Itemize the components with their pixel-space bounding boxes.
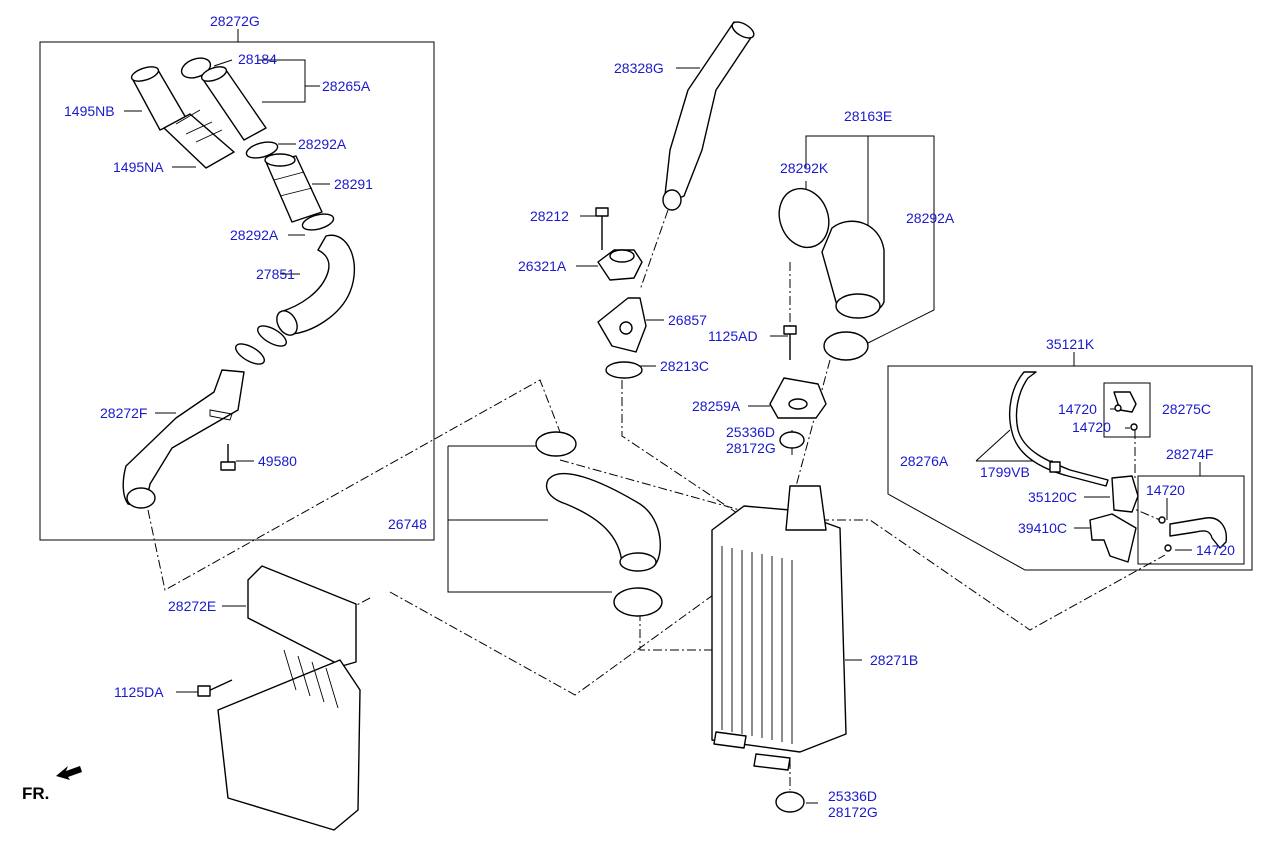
label-1495NB[interactable]: 1495NB <box>64 103 115 119</box>
oring-28213C[interactable] <box>605 361 643 379</box>
label-28259A[interactable]: 28259A <box>692 398 741 414</box>
hose-28274F[interactable] <box>1158 516 1227 552</box>
clamps-lower-left[interactable] <box>233 322 290 368</box>
group-box-28272G <box>39 41 435 541</box>
housing-26857[interactable] <box>597 297 647 353</box>
actuator-26321A[interactable] <box>597 249 643 281</box>
label-28292K[interactable]: 28292K <box>780 160 829 176</box>
label-28328G[interactable]: 28328G <box>614 60 664 76</box>
grommet-28172G-bottom[interactable] <box>775 791 805 813</box>
duct-28272E[interactable] <box>217 565 361 831</box>
grommet-28172G-top[interactable] <box>779 431 805 449</box>
label-28272E[interactable]: 28272E <box>168 598 216 614</box>
label-28271B[interactable]: 28271B <box>870 652 918 668</box>
hose-26748[interactable] <box>545 472 661 572</box>
label-28275C[interactable]: 28275C <box>1162 401 1211 417</box>
label-28292A-top[interactable]: 28292A <box>298 136 347 152</box>
bolt-1125AD[interactable] <box>783 325 797 360</box>
label-28272F[interactable]: 28272F <box>100 405 147 421</box>
label-49580[interactable]: 49580 <box>258 453 297 469</box>
label-28212[interactable]: 28212 <box>530 208 569 224</box>
pipe-28328G[interactable] <box>662 19 756 211</box>
label-35121K[interactable]: 35121K <box>1046 336 1095 352</box>
leader-lines <box>124 59 1201 804</box>
label-14720-b[interactable]: 14720 <box>1072 419 1111 435</box>
label-26748[interactable]: 26748 <box>388 516 427 532</box>
label-28292A-right[interactable]: 28292A <box>906 210 955 226</box>
resonator-28291[interactable] <box>264 153 323 223</box>
bolt-1125DA[interactable] <box>197 679 233 697</box>
clamp-28292A-mid[interactable] <box>301 211 336 233</box>
label-28213C[interactable]: 28213C <box>660 358 709 374</box>
label-27851[interactable]: 27851 <box>256 266 295 282</box>
label-28291[interactable]: 28291 <box>334 176 373 192</box>
group-box-35121K <box>887 365 1253 571</box>
label-28163E[interactable]: 28163E <box>844 108 892 124</box>
label-14720-d[interactable]: 14720 <box>1196 542 1235 558</box>
bracket-28259A[interactable] <box>769 377 827 419</box>
hose-27851[interactable] <box>273 234 355 338</box>
label-14720-a[interactable]: 14720 <box>1058 401 1097 417</box>
front-direction-arrow-icon <box>56 766 82 780</box>
label-1799VB[interactable]: 1799VB <box>980 464 1030 480</box>
intercooler-28271B[interactable] <box>711 485 847 771</box>
clamp-26748-top[interactable] <box>535 431 577 457</box>
clamp-28292A-top[interactable] <box>245 139 280 161</box>
label-25336D-top[interactable]: 25336D <box>726 424 775 440</box>
label-28172G-top[interactable]: 28172G <box>726 440 776 456</box>
label-28276A[interactable]: 28276A <box>900 453 949 469</box>
label-35120C[interactable]: 35120C <box>1028 489 1077 505</box>
clamp-28292A-right[interactable] <box>823 331 869 361</box>
label-1125DA[interactable]: 1125DA <box>114 684 164 700</box>
fitting-1799VB[interactable] <box>1049 461 1061 473</box>
label-28184[interactable]: 28184 <box>238 51 277 67</box>
group-box-28274F <box>1137 475 1245 565</box>
bolt-28212[interactable] <box>595 207 609 250</box>
label-39410C[interactable]: 39410C <box>1018 520 1067 536</box>
label-28272G[interactable]: 28272G <box>210 13 260 29</box>
fittings-28275C[interactable] <box>1113 391 1138 431</box>
label-14720-c[interactable]: 14720 <box>1146 482 1185 498</box>
hose-28265A[interactable] <box>200 64 267 141</box>
solenoid-35120C[interactable] <box>1111 475 1139 513</box>
bracket-39410C[interactable] <box>1089 513 1137 563</box>
label-28274F[interactable]: 28274F <box>1166 446 1213 462</box>
group-box-28275C <box>1103 382 1151 438</box>
label-28172G-bottom[interactable]: 28172G <box>828 804 878 820</box>
clamp-26748-bottom[interactable] <box>613 587 663 617</box>
label-1125AD[interactable]: 1125AD <box>708 328 758 344</box>
bolt-49580[interactable] <box>220 444 236 471</box>
label-25336D-bottom[interactable]: 25336D <box>828 788 877 804</box>
hose-28276A[interactable] <box>1009 371 1109 487</box>
label-1495NA[interactable]: 1495NA <box>113 159 164 175</box>
label-26321A[interactable]: 26321A <box>518 258 567 274</box>
label-28292A-mid[interactable]: 28292A <box>230 227 279 243</box>
label-28265A[interactable]: 28265A <box>322 78 371 94</box>
hose-28163E[interactable] <box>821 220 885 319</box>
pipe-28272F[interactable] <box>122 369 245 509</box>
front-direction-label: FR. <box>22 784 49 803</box>
duct-1495NA[interactable] <box>163 109 235 169</box>
label-26857[interactable]: 26857 <box>668 312 707 328</box>
duct-1495NB[interactable] <box>130 64 187 131</box>
clamp-28292K[interactable] <box>771 182 837 255</box>
